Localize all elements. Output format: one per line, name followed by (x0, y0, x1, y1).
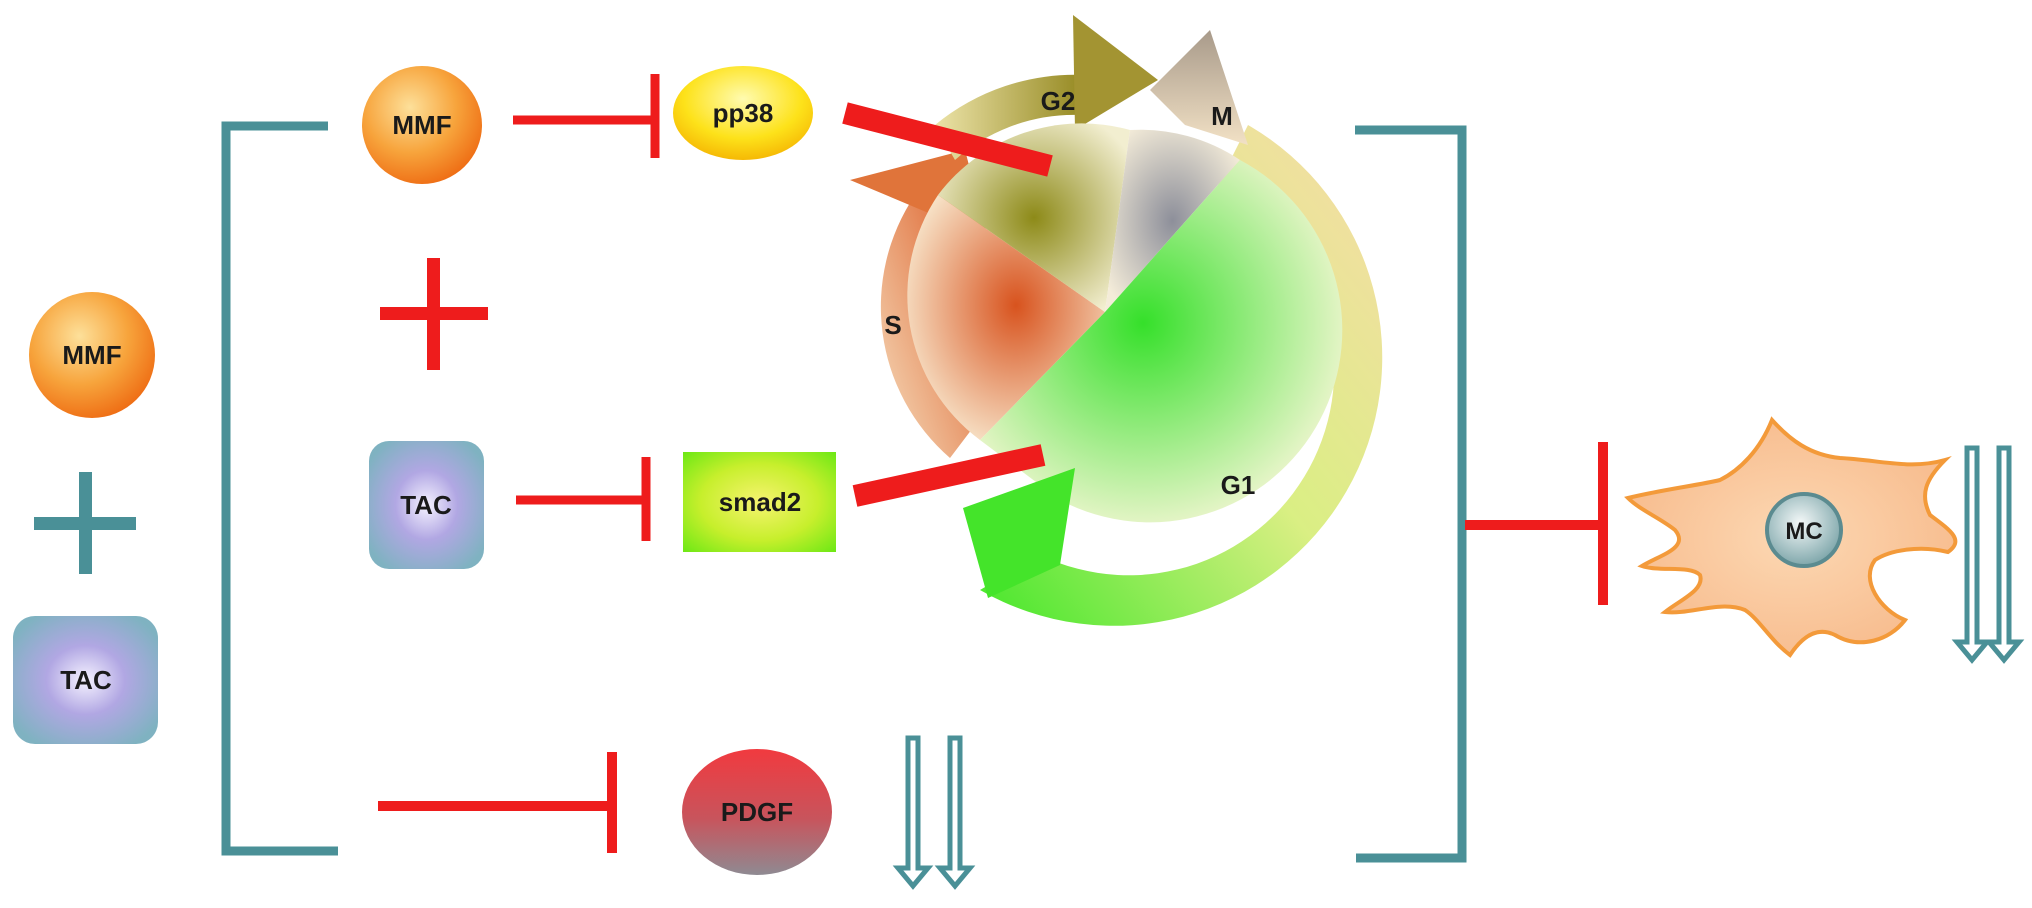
legend-mmf-label: MMF (62, 340, 121, 370)
g1-segment (980, 160, 1343, 523)
tac-label: TAC (400, 490, 452, 520)
g2-segment (938, 123, 1130, 312)
m-segment (1105, 129, 1240, 312)
legend-plus-icon (34, 472, 136, 574)
mmf-inhibits-pp38-line (513, 74, 660, 158)
g2-arrowhead (1073, 15, 1158, 130)
legend-mmf-node: MMF (29, 292, 155, 418)
mmf-label: MMF (392, 110, 451, 140)
pdgf-decrease-arrow-icon (892, 735, 976, 890)
inhibits-pdgf-line (378, 752, 617, 853)
tac-node: TAC (369, 441, 484, 569)
mc-label: MC (1785, 518, 1822, 545)
mc-decrease-arrow-icon (1951, 445, 2025, 664)
mmf-node: MMF (362, 66, 482, 184)
pp38-node: pp38 (673, 66, 813, 160)
mc-nucleus (1765, 492, 1843, 568)
m-arrow (1150, 30, 1248, 145)
pdgf-label: PDGF (721, 797, 793, 827)
s-arc (880, 195, 975, 458)
right-bracket (1355, 125, 1467, 863)
g1-label: G1 (1221, 470, 1256, 500)
pp38-block-bar (842, 102, 1053, 177)
s-segment (907, 195, 1105, 440)
g2-label: G2 (1041, 86, 1076, 116)
legend-tac-label: TAC (60, 665, 112, 695)
m-label: M (1211, 101, 1233, 131)
smad2-node: smad2 (683, 452, 836, 552)
pdgf-node: PDGF (682, 749, 832, 875)
g1-pointer (963, 468, 1075, 598)
tac-inhibits-smad2-line (516, 457, 651, 541)
mesangial-cell: MC (1624, 416, 1958, 658)
inhibits-mc-line (1465, 442, 1608, 605)
smad2-block-bar (852, 444, 1046, 507)
pp38-label: pp38 (713, 98, 774, 128)
legend-tac-node: TAC (13, 616, 158, 744)
smad2-label: smad2 (719, 487, 801, 517)
s-label: S (884, 310, 901, 340)
left-bracket (221, 121, 338, 856)
combination-plus-icon (380, 258, 488, 370)
cell-cycle-wheel: G2 M S G1 (850, 15, 1383, 626)
